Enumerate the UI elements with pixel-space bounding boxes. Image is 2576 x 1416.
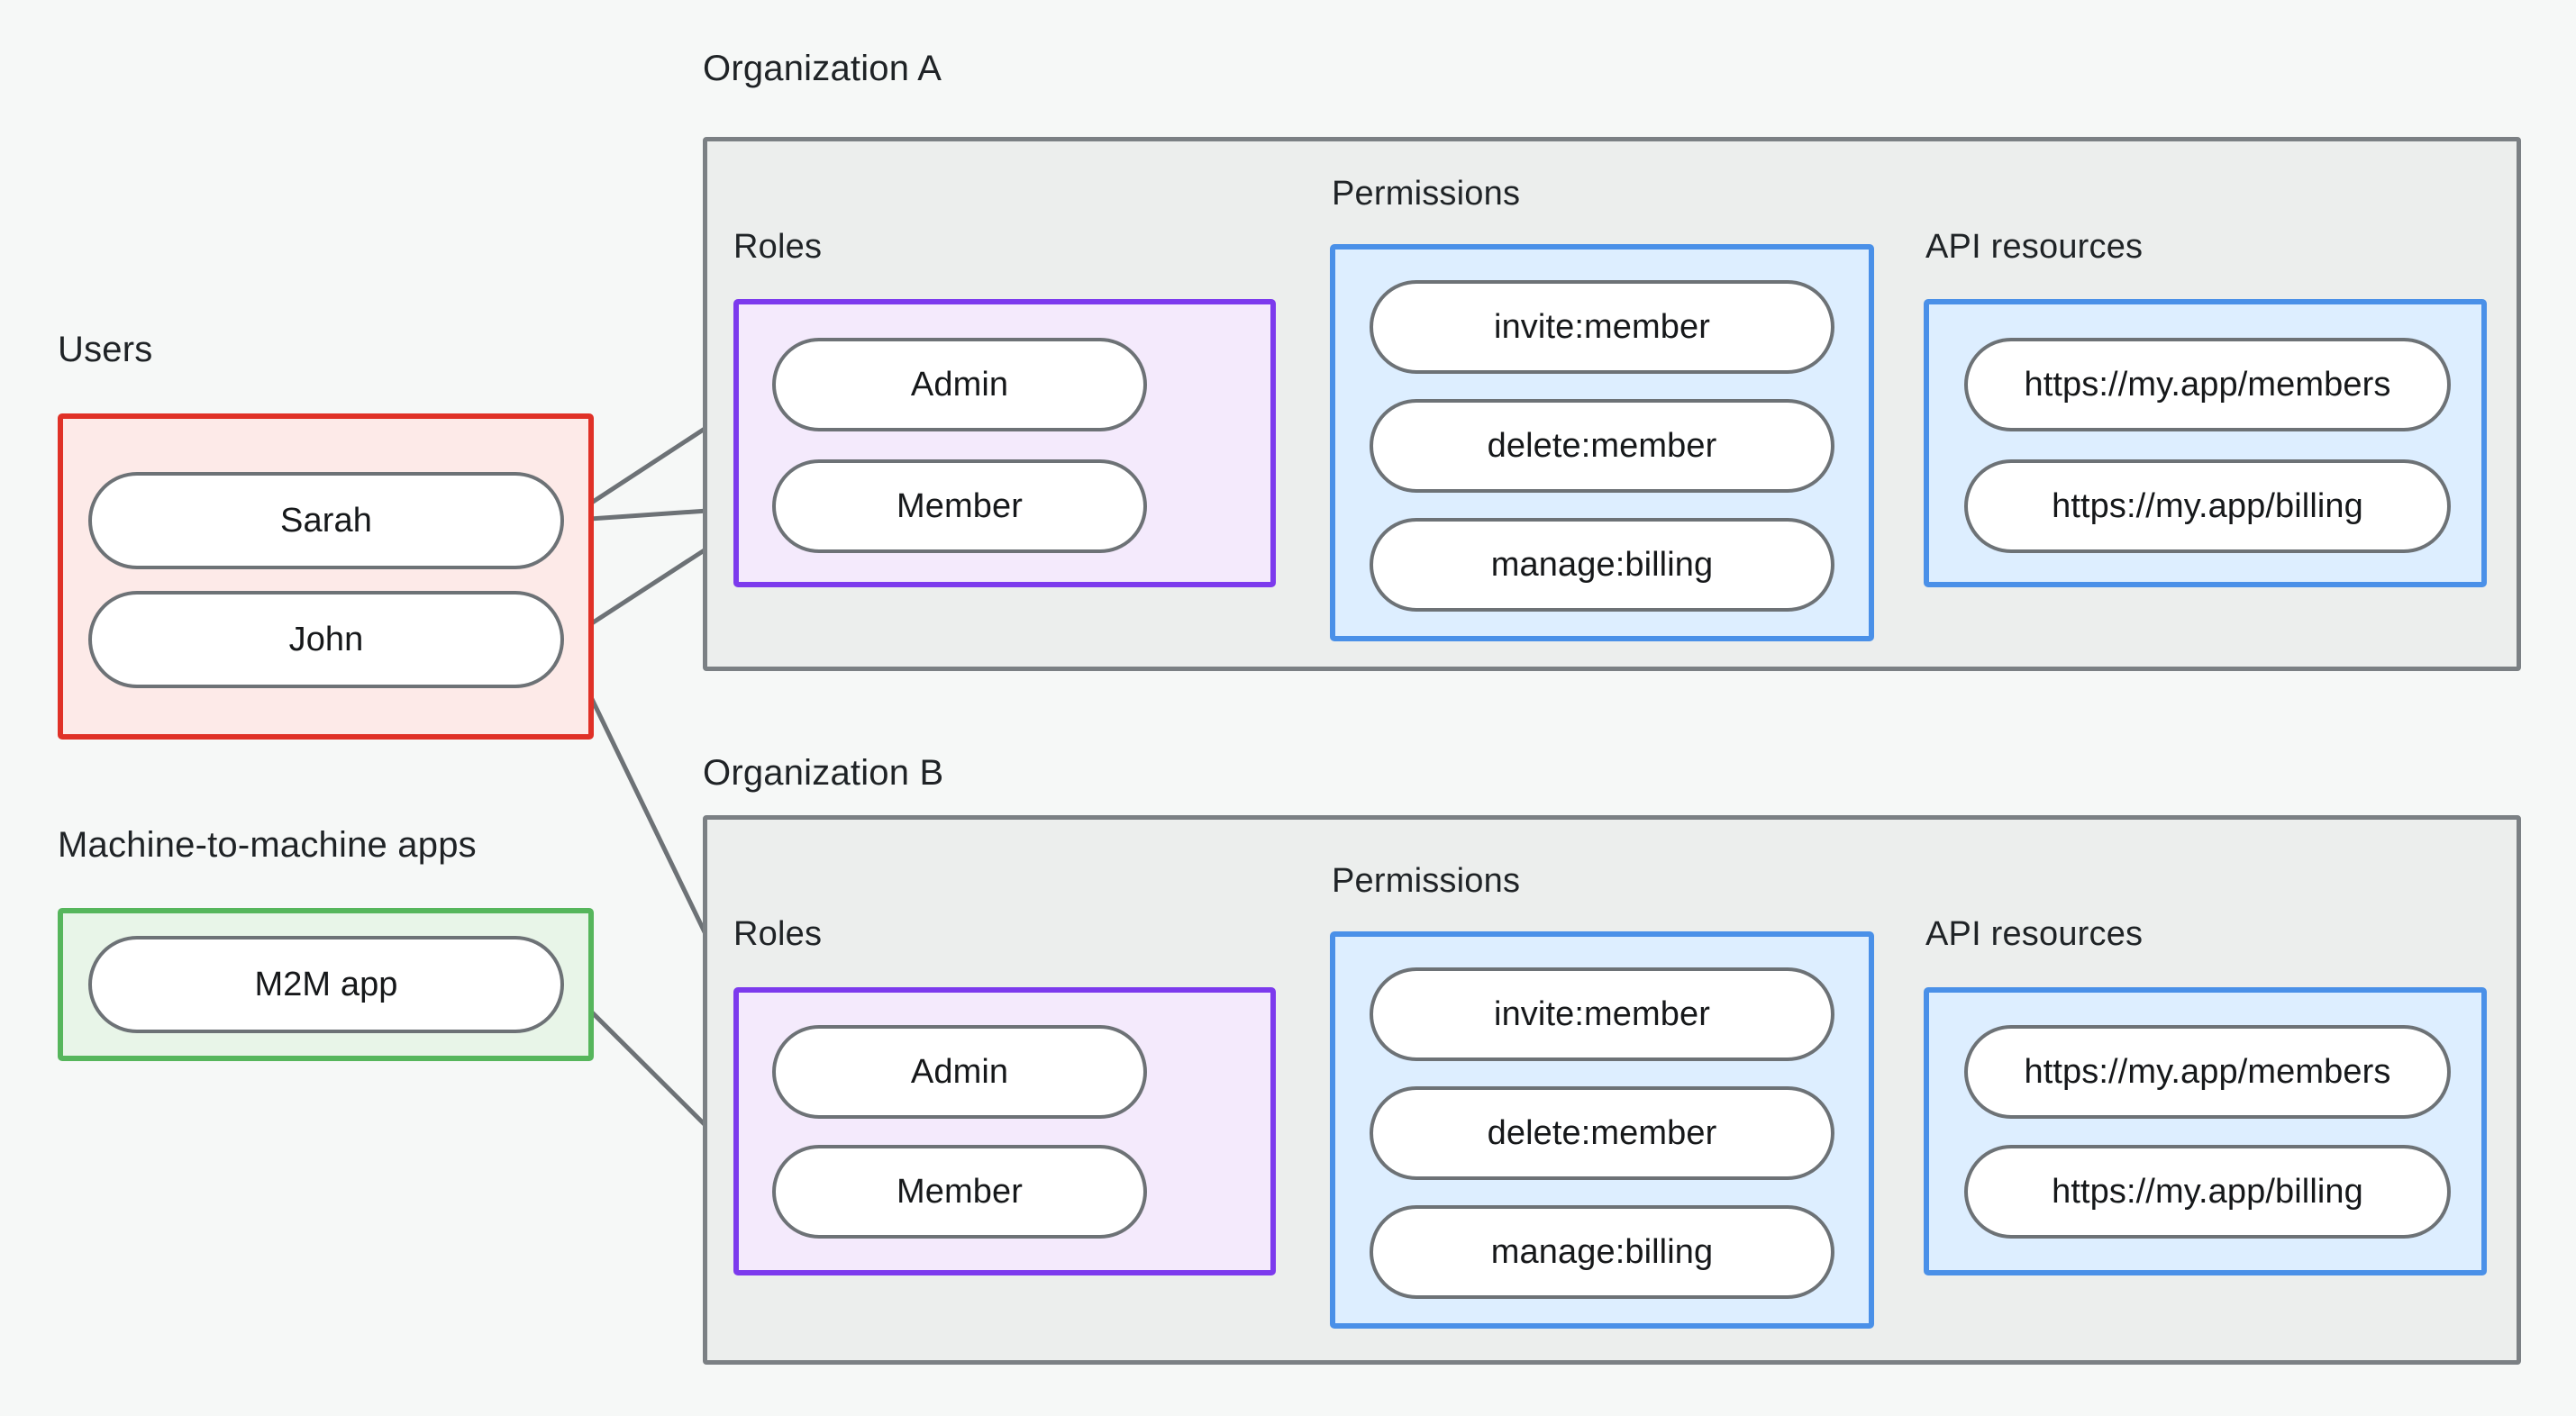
orgB-permission-node-invite-member[interactable]: invite:member xyxy=(1370,967,1834,1061)
orgA-permission-node-invite-member[interactable]: invite:member xyxy=(1370,280,1834,374)
users-group-label: Users xyxy=(58,330,153,369)
orgB-role-node-member[interactable]: Member xyxy=(772,1145,1147,1239)
orgA-permission-node-manage-billing[interactable]: manage:billing xyxy=(1370,518,1834,612)
user-node-john[interactable]: John xyxy=(88,591,564,688)
orgB-permission-node-manage-billing[interactable]: manage:billing xyxy=(1370,1205,1834,1299)
m2m-node-app[interactable]: M2M app xyxy=(88,936,564,1033)
orgA-role-node-admin[interactable]: Admin xyxy=(772,338,1147,431)
organization-a-label: Organization A xyxy=(703,49,942,88)
orgB-permission-node-delete-member[interactable]: delete:member xyxy=(1370,1086,1834,1180)
orgB-roles-label: Roles xyxy=(733,915,823,953)
user-node-sarah[interactable]: Sarah xyxy=(88,472,564,569)
organization-b-label: Organization B xyxy=(703,753,944,793)
orgA-role-node-member[interactable]: Member xyxy=(772,459,1147,553)
orgA-roles-label: Roles xyxy=(733,228,823,266)
orgB-api-node-members[interactable]: https://my.app/members xyxy=(1964,1025,2451,1119)
orgB-api-resources-label: API resources xyxy=(1925,915,2144,953)
orgA-api-node-billing[interactable]: https://my.app/billing xyxy=(1964,459,2451,553)
m2m-group-label: Machine-to-machine apps xyxy=(58,825,477,865)
orgA-permission-node-delete-member[interactable]: delete:member xyxy=(1370,399,1834,493)
orgB-api-node-billing[interactable]: https://my.app/billing xyxy=(1964,1145,2451,1239)
orgA-api-resources-label: API resources xyxy=(1925,228,2144,266)
orgB-permissions-label: Permissions xyxy=(1332,862,1521,900)
users-container xyxy=(58,413,594,740)
orgB-role-node-admin[interactable]: Admin xyxy=(772,1025,1147,1119)
orgA-api-node-members[interactable]: https://my.app/members xyxy=(1964,338,2451,431)
orgA-permissions-label: Permissions xyxy=(1332,175,1521,213)
